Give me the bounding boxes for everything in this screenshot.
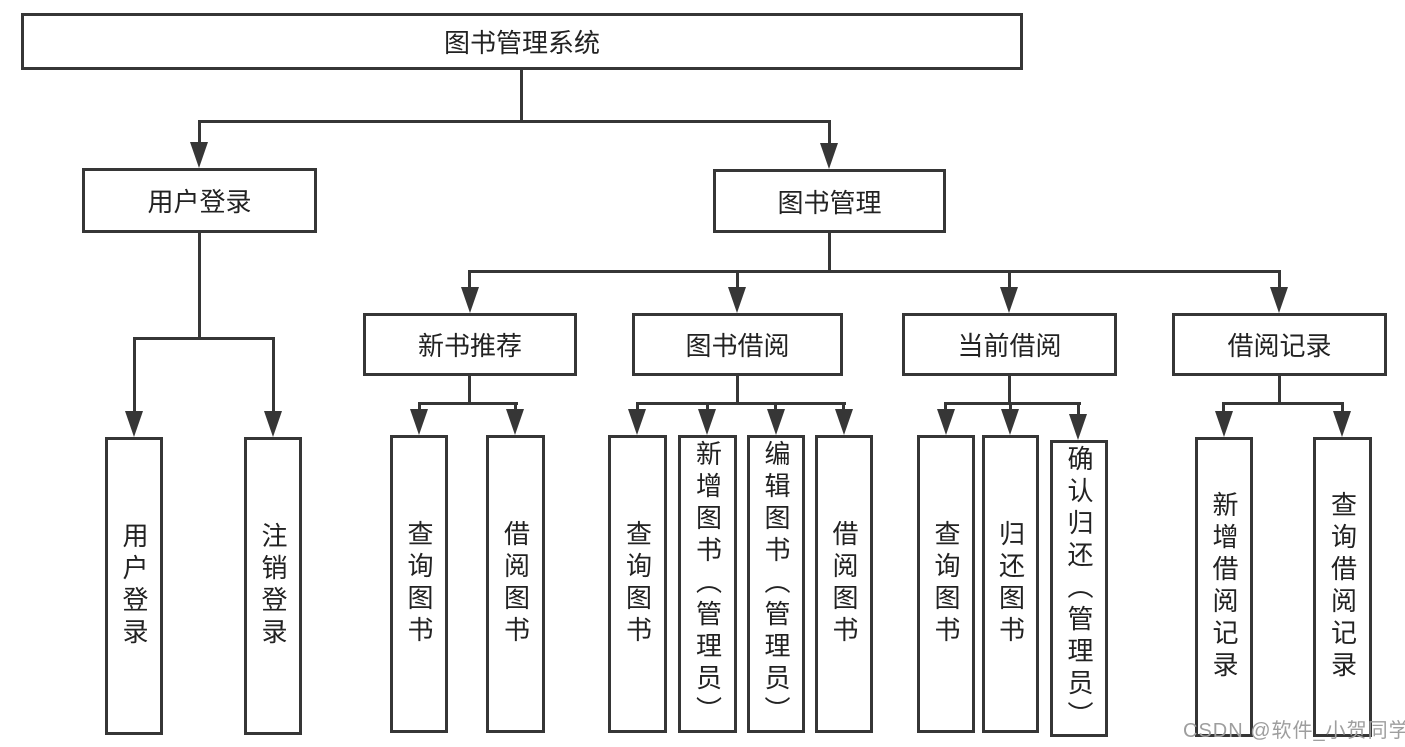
arrow-down-icon bbox=[1333, 411, 1351, 437]
arrow-down-icon bbox=[767, 409, 785, 435]
leaf-query-books-current: 查询图书 bbox=[917, 435, 975, 733]
connector-line bbox=[736, 376, 739, 405]
arrow-down-icon bbox=[835, 409, 853, 435]
node-label: 注销登录 bbox=[258, 522, 288, 650]
connector-line bbox=[706, 402, 709, 412]
node-label: 用户登录 bbox=[147, 187, 252, 217]
node-label: 新增借阅记录 bbox=[1209, 491, 1239, 683]
arrow-down-icon bbox=[937, 409, 955, 435]
arrow-down-icon bbox=[1270, 287, 1288, 313]
connector-line bbox=[468, 270, 1281, 273]
arrow-down-icon bbox=[628, 409, 646, 435]
connector-line bbox=[418, 402, 518, 405]
connector-line bbox=[468, 270, 471, 290]
connector-line bbox=[272, 337, 275, 414]
node-label: 新增图书（管理员） bbox=[692, 440, 723, 728]
arrow-down-icon bbox=[506, 409, 524, 435]
node-book-management: 图书管理 bbox=[713, 169, 946, 233]
node-label: 新书推荐 bbox=[417, 331, 522, 361]
leaf-return-books: 归还图书 bbox=[982, 435, 1039, 733]
leaf-confirm-return-admin: 确认归还（管理员） bbox=[1050, 440, 1108, 737]
connector-line bbox=[133, 337, 275, 340]
node-new-book-recommendation: 新书推荐 bbox=[363, 313, 577, 376]
connector-line bbox=[418, 402, 421, 412]
connector-line bbox=[1278, 270, 1281, 290]
connector-line bbox=[198, 120, 831, 123]
node-label: 当前借阅 bbox=[957, 331, 1062, 361]
node-label: 借阅记录 bbox=[1227, 331, 1332, 361]
arrow-down-icon bbox=[264, 411, 282, 437]
watermark: CSDN @软件_小贺同学 bbox=[1183, 720, 1405, 742]
node-label: 查询借阅记录 bbox=[1327, 491, 1358, 683]
connector-line bbox=[828, 120, 831, 145]
leaf-edit-book-admin: 编辑图书（管理员） bbox=[747, 435, 805, 733]
node-label: 借阅图书 bbox=[500, 520, 531, 648]
node-label: 归还图书 bbox=[995, 520, 1026, 648]
node-label: 图书借阅 bbox=[685, 331, 790, 361]
arrow-down-icon bbox=[1069, 414, 1087, 440]
connector-line bbox=[944, 402, 947, 412]
node-borrowing-records: 借阅记录 bbox=[1172, 313, 1387, 376]
leaf-add-borrow-record: 新增借阅记录 bbox=[1195, 437, 1253, 737]
leaf-add-book-admin: 新增图书（管理员） bbox=[678, 435, 737, 733]
leaf-user-login: 用户登录 bbox=[105, 437, 163, 735]
connector-line bbox=[1223, 402, 1344, 405]
connector-line bbox=[198, 120, 201, 144]
node-label: 借阅图书 bbox=[829, 520, 859, 648]
arrow-down-icon bbox=[190, 142, 208, 168]
connector-line bbox=[133, 337, 136, 414]
arrow-down-icon bbox=[125, 411, 143, 437]
leaf-borrow-books: 借阅图书 bbox=[815, 435, 873, 733]
connector-line bbox=[468, 376, 471, 405]
node-label: 查询图书 bbox=[931, 520, 961, 648]
connector-line bbox=[1341, 402, 1344, 414]
arrow-down-icon bbox=[1215, 411, 1233, 437]
leaf-query-books-borrowing: 查询图书 bbox=[608, 435, 667, 733]
node-label: 图书管理 bbox=[777, 187, 882, 218]
connector-line bbox=[1077, 402, 1080, 418]
leaf-query-borrow-record: 查询借阅记录 bbox=[1313, 437, 1372, 737]
connector-line bbox=[514, 402, 517, 412]
node-book-borrowing: 图书借阅 bbox=[632, 313, 843, 376]
arrow-down-icon bbox=[461, 287, 479, 313]
arrow-down-icon bbox=[1001, 409, 1019, 435]
node-current-borrowing: 当前借阅 bbox=[902, 313, 1117, 376]
node-book-management-system: 图书管理系统 bbox=[21, 13, 1023, 70]
connector-line bbox=[828, 233, 831, 272]
node-label: 编辑图书（管理员） bbox=[761, 440, 791, 728]
leaf-logout: 注销登录 bbox=[244, 437, 302, 735]
node-user-login: 用户登录 bbox=[82, 168, 317, 233]
connector-line bbox=[1009, 402, 1012, 412]
arrow-down-icon bbox=[1000, 287, 1018, 313]
connector-line bbox=[1278, 376, 1281, 405]
connector-line bbox=[1008, 270, 1011, 290]
arrow-down-icon bbox=[410, 409, 428, 435]
connector-line bbox=[520, 70, 523, 122]
leaf-borrow-books-recommend: 借阅图书 bbox=[486, 435, 545, 733]
connector-line bbox=[198, 233, 201, 340]
connector-line bbox=[736, 270, 739, 290]
node-label: 用户登录 bbox=[119, 522, 149, 650]
node-label: 确认归还（管理员） bbox=[1064, 444, 1094, 733]
node-label: 查询图书 bbox=[404, 520, 434, 648]
connector-line bbox=[1008, 376, 1011, 405]
node-label: 图书管理系统 bbox=[443, 28, 600, 58]
arrow-down-icon bbox=[820, 143, 838, 169]
connector-line bbox=[1222, 402, 1225, 414]
connector-line bbox=[636, 402, 639, 412]
connector-line bbox=[945, 402, 1081, 405]
connector-line bbox=[842, 402, 845, 412]
arrow-down-icon bbox=[728, 287, 746, 313]
connector-line bbox=[636, 402, 846, 405]
arrow-down-icon bbox=[698, 409, 716, 435]
connector-line bbox=[774, 402, 777, 412]
node-label: 查询图书 bbox=[622, 520, 653, 648]
leaf-query-books-recommend: 查询图书 bbox=[390, 435, 448, 733]
